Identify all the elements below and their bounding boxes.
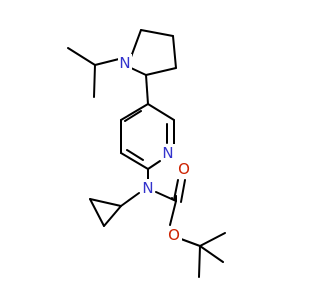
- bond: [130, 29, 142, 58]
- pyrrolidine-nitrogen-label: N: [119, 54, 130, 72]
- bond: [89, 198, 105, 227]
- atom-label-pyrrolidine-n: N: [118, 54, 132, 72]
- bond: [169, 200, 177, 226]
- bond: [93, 64, 96, 98]
- pyrrolidine-ring: [130, 29, 177, 76]
- bond: [120, 103, 149, 121]
- bond: [120, 152, 149, 170]
- bond: [155, 191, 177, 202]
- carbamate-nitrogen-label: N: [142, 179, 153, 197]
- bond: [89, 198, 122, 207]
- bond: [199, 232, 226, 247]
- molecule-structure: N N N O O: [67, 29, 226, 278]
- isopropyl-group: [67, 47, 120, 98]
- bond: [198, 245, 201, 278]
- atom-label-carbonyl-o: O: [176, 160, 192, 178]
- cyclopropyl-ring: [89, 192, 140, 227]
- bond: [180, 238, 201, 247]
- bond: [199, 245, 224, 263]
- carbamate-group: [147, 168, 201, 247]
- atom-label-pyridine-n: N: [161, 144, 175, 162]
- pyridine-nitrogen-label: N: [162, 144, 173, 162]
- bond: [124, 110, 142, 122]
- bond: [147, 103, 175, 121]
- bond: [145, 74, 149, 105]
- bond: [94, 58, 120, 66]
- bond: [120, 192, 140, 207]
- bond: [145, 67, 177, 76]
- bond: [147, 160, 161, 170]
- bond: [130, 67, 147, 76]
- ester-oxygen-label: O: [168, 226, 180, 244]
- bond: [67, 47, 96, 66]
- bond: [173, 179, 179, 201]
- tert-butyl-group: [198, 232, 226, 278]
- bond: [172, 35, 177, 69]
- atom-label-ester-o: O: [166, 226, 182, 244]
- pyridine-ring: [120, 103, 175, 170]
- carbonyl-oxygen-label: O: [178, 160, 190, 178]
- bond: [180, 179, 186, 203]
- atom-label-carbamate-n: N: [141, 179, 155, 197]
- bond: [140, 29, 174, 37]
- bond: [103, 205, 122, 227]
- bond: [126, 149, 144, 161]
